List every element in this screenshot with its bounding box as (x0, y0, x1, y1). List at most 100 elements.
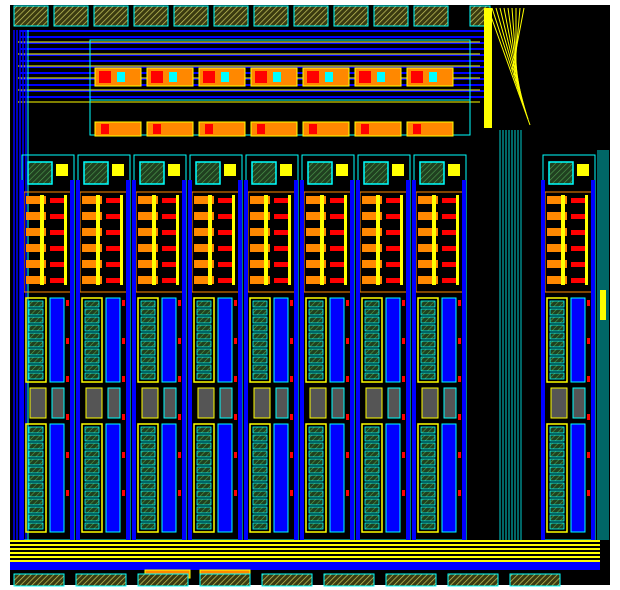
storage-cell (196, 324, 212, 332)
storage-cell (84, 474, 100, 482)
storage-cell (364, 332, 380, 340)
storage-cell (549, 340, 565, 348)
resistor-block (219, 387, 233, 419)
storage-cell (140, 490, 156, 498)
gate-poly (162, 198, 176, 203)
column-top-contact (336, 164, 348, 176)
storage-cell (252, 324, 268, 332)
poly-contact (122, 376, 125, 382)
diagonal-route (507, 7, 521, 96)
poly-contact (458, 490, 461, 496)
gate-poly (442, 214, 456, 219)
extra-column (541, 154, 596, 541)
storage-cell (252, 490, 268, 498)
gate-poly (106, 278, 120, 283)
storage-cell (196, 490, 212, 498)
gate-poly (386, 246, 400, 251)
storage-block (417, 297, 439, 383)
storage-cell (420, 308, 436, 316)
metal1-rail (591, 180, 595, 540)
transistor (250, 212, 270, 220)
storage-cell (549, 474, 565, 482)
metal2-strap (288, 195, 291, 285)
storage-cell (308, 442, 324, 450)
storage-cell (84, 426, 100, 434)
gate-poly (571, 262, 585, 267)
transistor (306, 212, 326, 220)
storage-block (361, 297, 383, 383)
logic-gate (309, 124, 317, 134)
storage-cell (84, 364, 100, 372)
metal2-strap (120, 195, 123, 285)
poly-contact (178, 338, 181, 344)
gate-poly (330, 278, 344, 283)
transistor (194, 228, 214, 236)
storage-bus (329, 423, 345, 533)
storage-cell (196, 316, 212, 324)
storage-cell (420, 340, 436, 348)
storage-block (249, 423, 271, 533)
storage-cell (28, 442, 44, 450)
bus-line-blue (20, 36, 490, 38)
storage-cell (252, 514, 268, 522)
storage-cell (549, 324, 565, 332)
poly-contact (234, 452, 237, 458)
storage-cell (196, 434, 212, 442)
storage-cell (364, 458, 380, 466)
storage-cell (28, 356, 44, 364)
storage-cell (364, 490, 380, 498)
storage-cell (196, 498, 212, 506)
storage-cell (549, 434, 565, 442)
storage-cell (420, 324, 436, 332)
gate-poly (218, 278, 232, 283)
storage-cell (84, 348, 100, 356)
storage-block (249, 297, 271, 383)
storage-cell (364, 442, 380, 450)
supply-bar (484, 8, 492, 128)
storage-cell (549, 514, 565, 522)
gate-poly (162, 278, 176, 283)
storage-cell (84, 434, 100, 442)
storage-cell (28, 372, 44, 380)
storage-block (81, 297, 103, 383)
storage-cell (252, 426, 268, 434)
metal2-strap (400, 195, 403, 285)
storage-cell (196, 482, 212, 490)
storage-cell (84, 300, 100, 308)
storage-cell (308, 514, 324, 522)
poly-contact (402, 338, 405, 344)
column-top-cell (83, 161, 109, 185)
poly-contact (346, 490, 349, 496)
storage-cell (84, 466, 100, 474)
storage-cell (196, 466, 212, 474)
column-top-contact (577, 164, 589, 176)
metal2-strap (152, 195, 156, 285)
metal2-strap (376, 195, 380, 285)
storage-cell (252, 442, 268, 450)
storage-cell (308, 434, 324, 442)
gate-poly (442, 230, 456, 235)
transistor (250, 196, 270, 204)
poly-contact (458, 338, 461, 344)
storage-cell (252, 300, 268, 308)
logic-gate (257, 124, 265, 134)
storage-cell (140, 514, 156, 522)
storage-cell (420, 316, 436, 324)
bus-line-blue (20, 54, 490, 56)
storage-cell (28, 348, 44, 356)
storage-bus (570, 423, 586, 533)
storage-cell (420, 442, 436, 450)
storage-cell (364, 426, 380, 434)
storage-cell (420, 522, 436, 530)
metal1-rail (462, 180, 466, 540)
storage-cell (28, 340, 44, 348)
storage-block (193, 297, 215, 383)
column-top-contact (112, 164, 124, 176)
transistor (306, 196, 326, 204)
gate-poly (50, 278, 64, 283)
storage-cell (140, 506, 156, 514)
gate-poly (162, 262, 176, 267)
resistor-block (29, 387, 47, 419)
gate-poly (442, 198, 456, 203)
